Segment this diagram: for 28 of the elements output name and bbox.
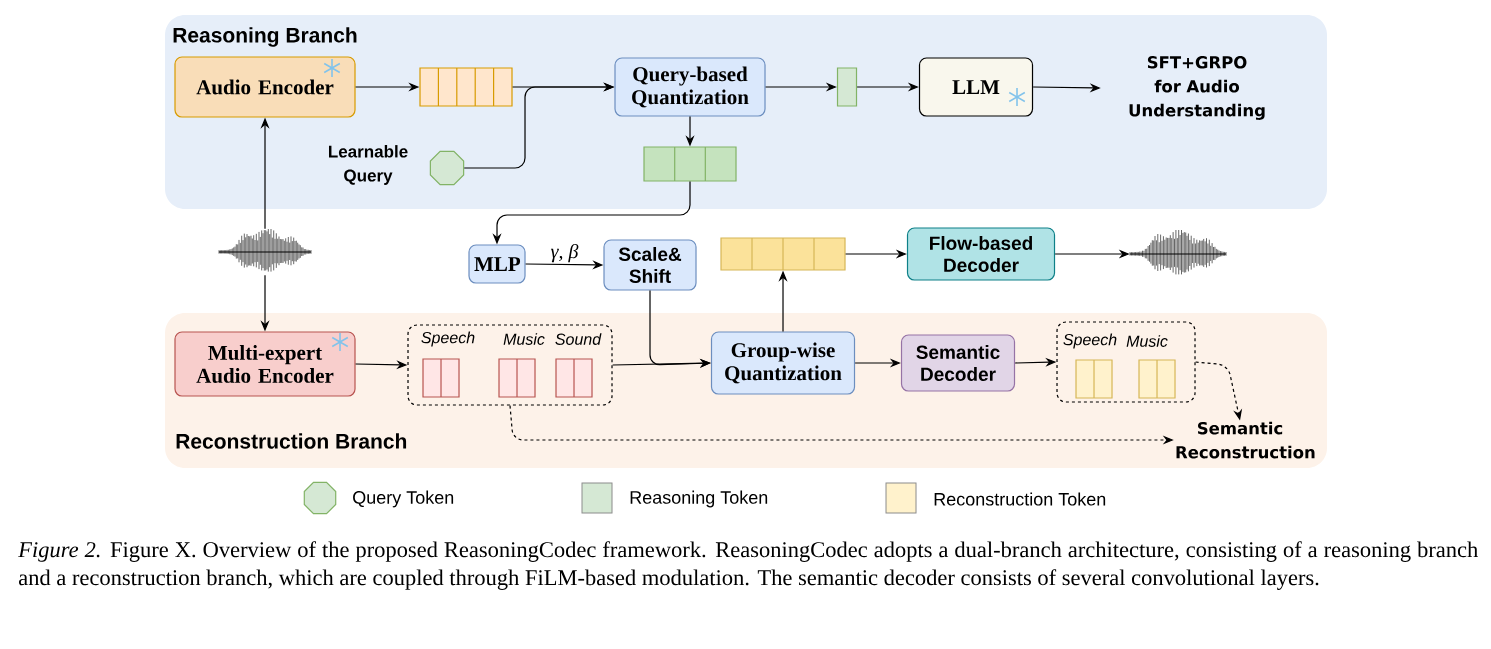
process-box: Group-wise Quantization (710, 331, 856, 395)
process-box: Semantic Decoder (900, 334, 1016, 392)
process-box: Audio Encoder (174, 56, 356, 118)
process-box: Flow-based Decoder (906, 227, 1056, 281)
output-label: SFT+GRPO for Audio Understanding (1129, 56, 1265, 120)
group-label: Speech (421, 331, 475, 347)
output-label: Semantic Reconstruction (1176, 421, 1315, 459)
edge-label: γ, β (550, 243, 579, 263)
token-row (419, 67, 513, 107)
group-label: Music (1126, 335, 1168, 347)
process-box: LLM (918, 57, 1034, 117)
process-box: Multi-expert Audio Encoder (174, 331, 356, 397)
process-box: Query-based Quantization (614, 57, 766, 117)
group-label: Speech (1063, 333, 1117, 349)
process-box: MLP (468, 244, 526, 284)
token-row (643, 146, 737, 182)
group-label: Sound (555, 333, 602, 345)
legend-label: Query Token (353, 490, 454, 508)
caption: Figure 2. Figure X. Overview of the proposed ReasoningCodec framework. ReasoningCodec adopts a dual-branch architecture, consisting of a reasoning branch and a reconstruction branch, which are coupled through FiLM-based modulation. The semantic decoder consists of several convolutional layers. (18, 541, 1478, 590)
legend-label: Reconstruction Token (934, 492, 1106, 506)
process-box: Scale& Shift (603, 239, 697, 291)
waveform-drawing (218, 228, 312, 272)
node-caption: Learnable Query (329, 145, 408, 185)
legend-label: Reasoning Token (630, 490, 768, 508)
group-label: Music (503, 333, 545, 345)
token-row (720, 237, 846, 271)
token-row (836, 67, 858, 107)
waveform-drawing (1129, 229, 1227, 275)
